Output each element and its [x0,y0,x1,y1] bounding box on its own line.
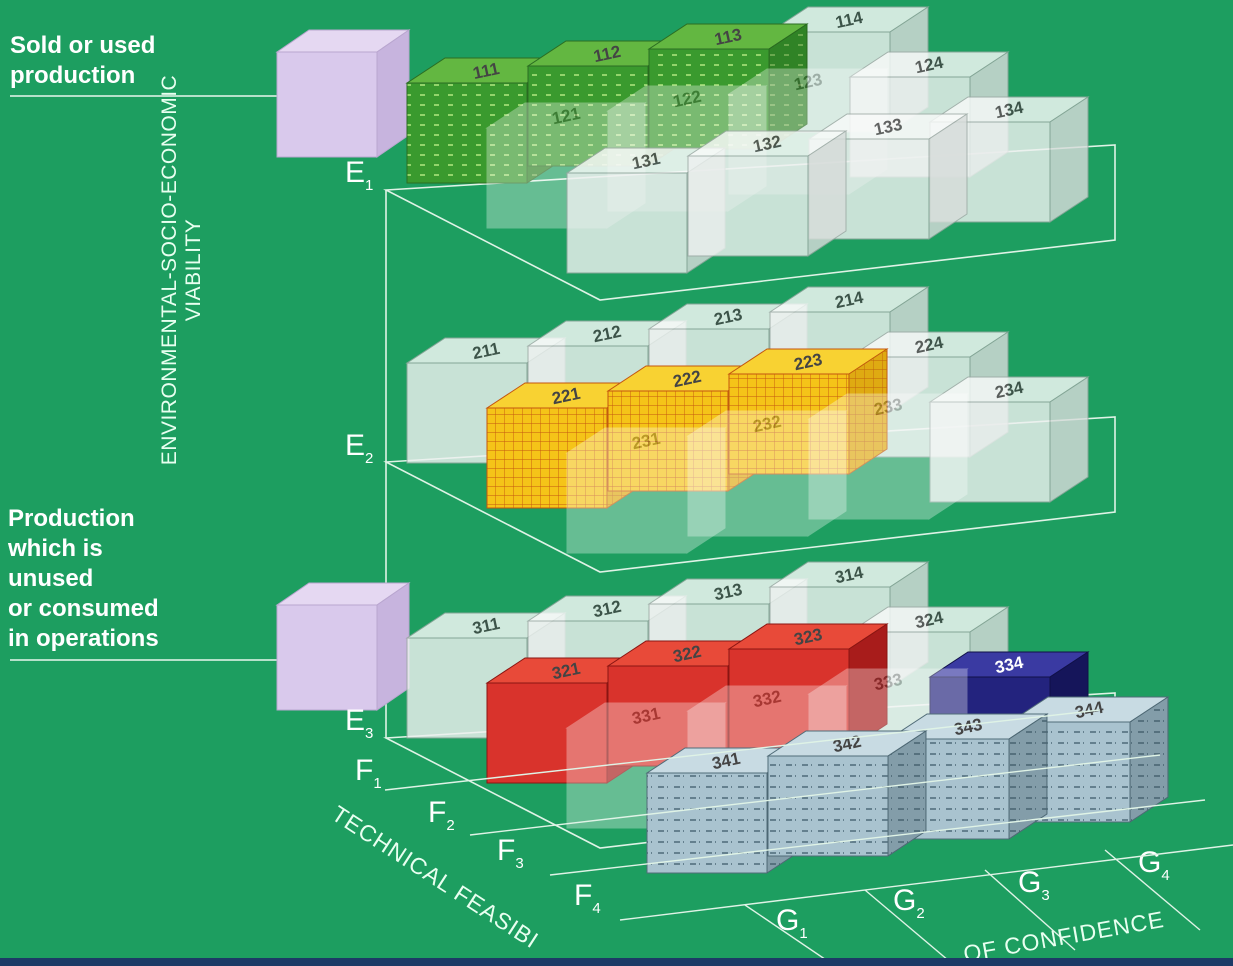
g-axis-title: OF CONFIDENCE [961,906,1166,966]
e-tick-2: E2 [345,429,373,467]
cube-right-face [848,348,888,475]
legend-cube [10,582,411,711]
cube-right-face [1008,713,1048,840]
g-grid-line [744,904,836,966]
cube-right-shade [888,731,926,856]
cube-132: 132 [686,130,848,257]
cube-right-face [1049,96,1089,223]
legend-cubes [10,29,411,711]
legend-cube [10,29,411,158]
unused-production-label: Production which is unused or consumed i… [8,505,159,652]
cube-front-face [646,772,768,874]
cube-right-face [928,113,968,240]
g-grid-line [984,869,1076,951]
cube-front-face [486,682,608,784]
cube-right-face [848,623,888,750]
cube-front-face [767,755,889,857]
cube-right-face [887,730,927,857]
cube-right-face [928,393,968,520]
g-tick-3: G3 [1018,866,1050,904]
cube-front-face [607,390,729,492]
cube-front-face [808,418,930,520]
cube-342: 342 [766,730,928,857]
f-grid-line [469,754,1161,836]
cube-top-face [565,702,727,729]
cube-231: 231 [565,427,727,554]
f-grid-line [619,844,1233,921]
g-grid-line [1104,849,1201,931]
cube-133: 133 [807,113,969,240]
cube-113: 113 [647,23,809,150]
cube-right-shade [1009,714,1047,839]
bottom-band [0,958,1233,966]
cube-top-face [686,410,848,437]
cube-top-face [565,427,727,454]
cube-top-face [727,68,889,95]
cube-right-face [807,410,847,537]
cube-top-face [485,102,647,129]
g-tick-4: G4 [1138,846,1170,884]
sold-or-used-production-label: Sold or used production [10,32,156,89]
cube-front-face [687,155,809,257]
cube-right-face [686,427,726,554]
cube-right-face [807,130,847,257]
f-grid-line [384,709,1101,791]
cube-front-face [406,82,528,184]
cube-front-face [566,172,688,274]
cube-232: 232 [686,410,848,537]
cube-right-face [1129,696,1169,823]
cube-front-face [486,407,608,509]
g-tick-2: G2 [893,884,925,922]
f-tick-4: F4 [574,879,601,917]
cube-234: 234 [928,376,1090,503]
cube-233: 233 [807,393,969,520]
cube-top-face [807,668,969,695]
f-tick-1: F1 [355,754,382,792]
g-grid-line [864,889,956,966]
cube-front-face [929,401,1051,503]
cube-front-face [687,435,809,537]
cube-right-shade [849,349,887,474]
f-grid-line [549,799,1206,876]
cube-front-face [566,452,688,554]
cube-top-face [807,393,969,420]
cube-right-shade [769,24,807,149]
cube-223: 223 [727,348,889,475]
cube-right-face [1049,376,1089,503]
cube-right-shade [1130,697,1168,822]
cube-top-face [686,685,848,712]
cube-right-face [768,23,808,150]
e-tick-1: E1 [345,156,373,194]
f-tick-2: F2 [428,796,455,834]
cube-top-face [606,85,768,112]
cube-front-face [728,373,850,475]
f-tick-3: F3 [497,834,524,872]
